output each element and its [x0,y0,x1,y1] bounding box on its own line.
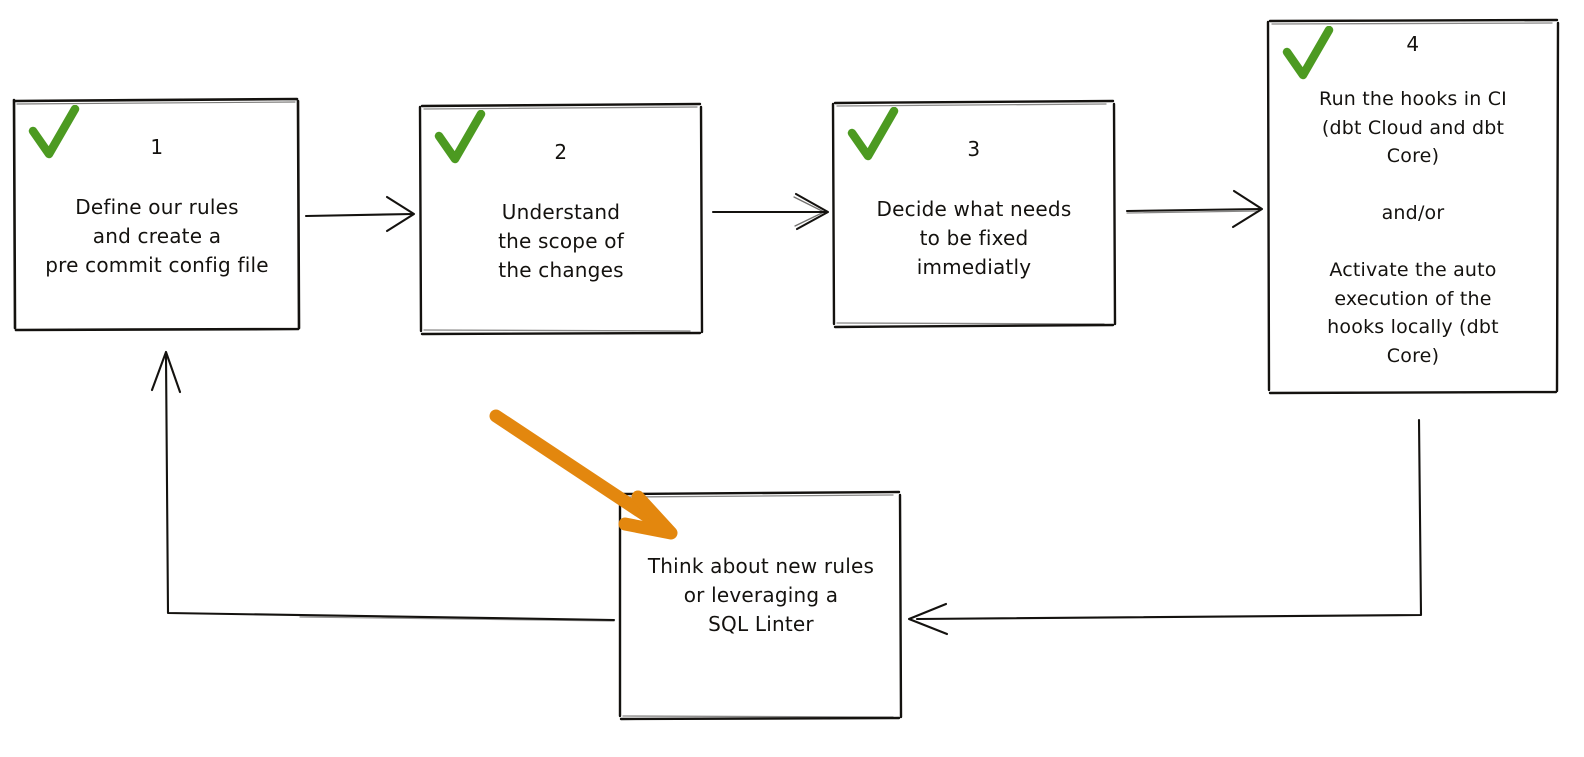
flow-node-step-4[interactable]: 4 Run the hooks in CI (dbt Cloud and dbt… [1268,20,1558,394]
flow-node-feedback[interactable]: Think about new rules or leveraging a SQ… [620,492,902,720]
orange-arrow-icon [489,409,678,540]
node-3-number: 3 [967,137,981,161]
node-2-number: 2 [554,140,568,164]
arrow-4-to-5 [907,418,1423,636]
arrow-3-to-4 [1125,189,1264,229]
node-1-body: Define our rules and create a pre commit… [45,195,269,277]
green-check-icon [1282,26,1334,80]
node-4-number: 4 [1406,32,1420,56]
arrow-2-to-3 [711,192,830,231]
arrow-1-to-2 [304,195,416,233]
green-check-icon [434,110,486,164]
flow-node-step-1[interactable]: 1 Define our rules and create a pre comm… [14,99,300,331]
node-2-body: Understand the scope of the changes [498,200,624,282]
node-4-body: Run the hooks in CI (dbt Cloud and dbt C… [1319,88,1507,367]
flow-node-step-3[interactable]: 3 Decide what needs to be fixed immediat… [833,101,1115,327]
node-1-number: 1 [150,135,164,159]
flow-node-step-2[interactable]: 2 Understand the scope of the changes [420,104,702,334]
node-3-body: Decide what needs to be fixed immediatly [876,197,1072,279]
green-check-icon [28,105,80,159]
green-check-icon [847,107,899,161]
node-5-body: Think about new rules or leveraging a SQ… [647,554,875,636]
